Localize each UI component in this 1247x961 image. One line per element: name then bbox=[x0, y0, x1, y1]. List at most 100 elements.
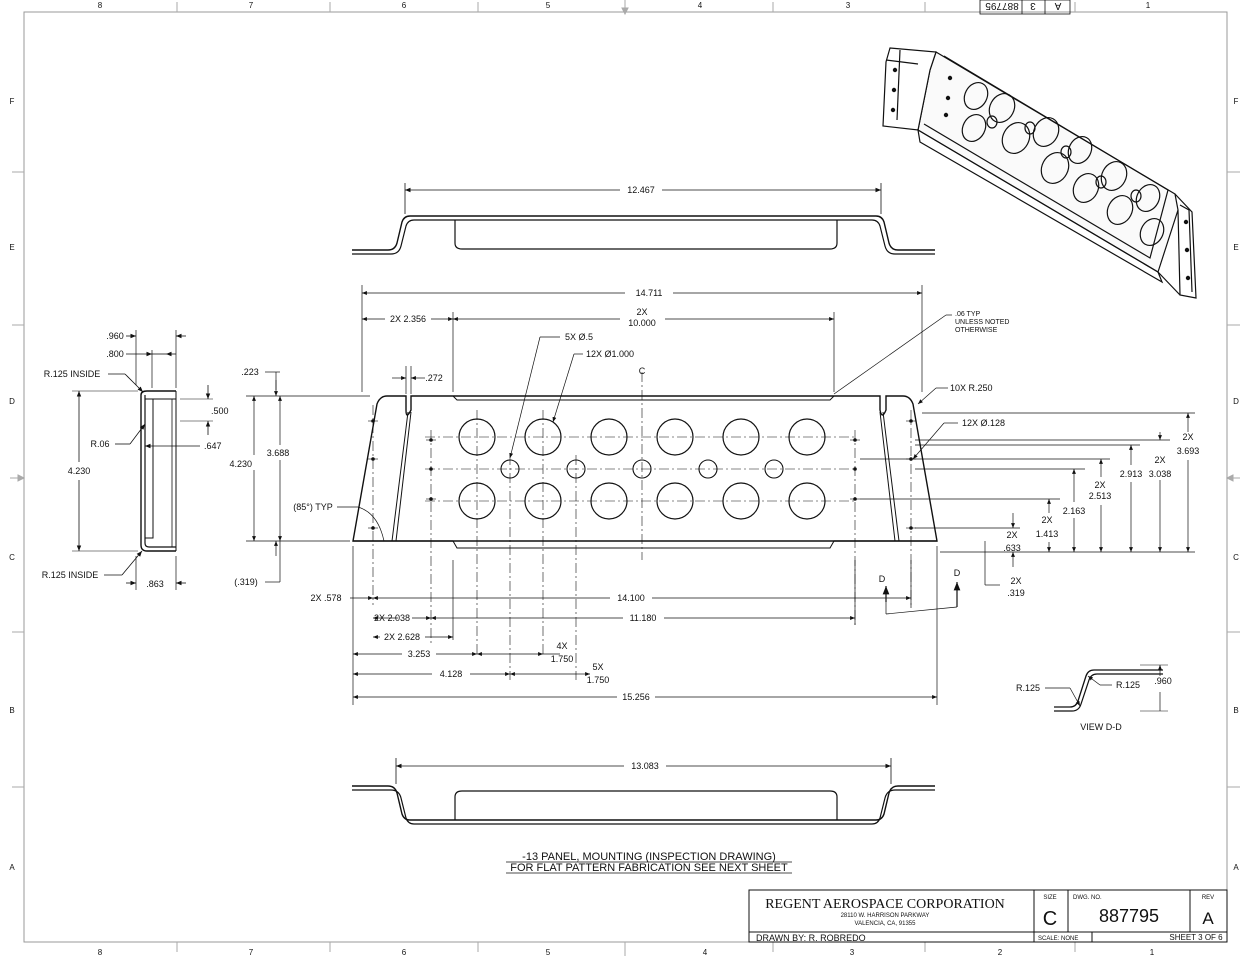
company-address-1: 28110 W. HARRISON PARKWAY bbox=[841, 913, 930, 919]
dim-633-label: 2X bbox=[1006, 530, 1017, 540]
dim-3693-label: 2X bbox=[1182, 432, 1193, 442]
dim-2x-2038: 2X 2.038 bbox=[374, 613, 410, 623]
isometric-view bbox=[882, 47, 1197, 299]
zone-row-d: D bbox=[9, 397, 15, 406]
side-height-4230: 4.230 bbox=[68, 466, 91, 476]
dim-319-label: 2X bbox=[1010, 576, 1021, 586]
stamp-rev: A bbox=[1054, 0, 1061, 11]
section-d-left: D bbox=[879, 574, 886, 584]
front-bottom-dims bbox=[350, 546, 938, 705]
dim-13083: 13.083 bbox=[631, 761, 659, 771]
view-dd-r125-right: R.125 bbox=[1116, 680, 1140, 690]
stamp-sheet: 3 bbox=[1030, 0, 1036, 11]
dim-633: .633 bbox=[1003, 543, 1021, 553]
zone-col-8-bottom: 8 bbox=[98, 948, 103, 957]
revision: A bbox=[1202, 909, 1214, 928]
large-hole bbox=[656, 482, 694, 520]
side-r06: R.06 bbox=[90, 439, 109, 449]
zone-col-4: 4 bbox=[698, 1, 703, 10]
drawn-by: DRAWN BY: R. ROBREDO bbox=[756, 933, 866, 943]
dim-3038-label: 2X bbox=[1154, 455, 1165, 465]
dim-4x-label: 4X bbox=[556, 641, 567, 651]
zone-row-f-right: F bbox=[1234, 97, 1239, 106]
zone-col-2-bottom: 2 bbox=[998, 948, 1003, 957]
dim-2513-label: 2X bbox=[1094, 480, 1105, 490]
side-dim-800: .800 bbox=[106, 349, 124, 359]
zone-row-e: E bbox=[9, 243, 14, 252]
dwg-number: 887795 bbox=[1099, 906, 1159, 926]
note-typ-1: .06 TYP bbox=[955, 311, 980, 318]
dim-2x-578: 2X .578 bbox=[310, 593, 341, 603]
dim-14100: 14.100 bbox=[617, 593, 645, 603]
note-line-1: -13 PANEL, MOUNTING (INSPECTION DRAWING) bbox=[522, 851, 776, 863]
view-dd: R.125 R.125 .960 VIEW D-D bbox=[1016, 664, 1172, 732]
inverted-stamp: A 3 887795 bbox=[979, 0, 1071, 15]
note-typ-3: OTHERWISE bbox=[955, 327, 998, 334]
dim-2913: 2.913 bbox=[1120, 469, 1143, 479]
dim-3038: 3.038 bbox=[1149, 469, 1172, 479]
sheet-number: SHEET 3 OF 6 bbox=[1169, 933, 1223, 942]
side-r125-bottom: R.125 INSIDE bbox=[42, 570, 99, 580]
fastener-hole bbox=[429, 467, 433, 471]
zone-row-f: F bbox=[10, 97, 15, 106]
dim-1413-label: 2X bbox=[1041, 515, 1052, 525]
zone-labels-right: F E D C B A bbox=[1233, 97, 1239, 872]
zone-col-5-bottom: 5 bbox=[546, 948, 551, 957]
zone-labels-top: 8 7 6 5 4 3 1 bbox=[98, 1, 1151, 10]
bottom-view: 13.083 bbox=[352, 758, 935, 825]
front-left-dims bbox=[246, 366, 425, 583]
dim-272: .272 bbox=[425, 373, 443, 383]
section-d-right: D bbox=[954, 568, 961, 578]
dim-3693: 3.693 bbox=[1177, 446, 1200, 456]
dim-5x-label: 5X bbox=[592, 662, 603, 672]
zone-row-b: B bbox=[9, 706, 14, 715]
dim-ref-319: (.319) bbox=[234, 577, 258, 587]
view-dd-label: VIEW D-D bbox=[1080, 722, 1122, 732]
zone-row-c: C bbox=[9, 553, 15, 562]
sheet-size: C bbox=[1043, 908, 1057, 930]
top-view: 12.467 bbox=[352, 183, 935, 255]
side-dim-500: .500 bbox=[211, 406, 229, 416]
scale: SCALE: NONE bbox=[1038, 936, 1078, 942]
note-5x-holes: 5X Ø.5 bbox=[565, 332, 593, 342]
side-r125-top: R.125 INSIDE bbox=[44, 369, 101, 379]
zone-labels-left: F E D C B A bbox=[9, 97, 15, 872]
dim-3688: 3.688 bbox=[267, 448, 290, 458]
drawing-notes: -13 PANEL, MOUNTING (INSPECTION DRAWING)… bbox=[506, 851, 792, 874]
dim-223: .223 bbox=[241, 367, 259, 377]
dim-12467: 12.467 bbox=[627, 185, 655, 195]
front-top-dims bbox=[361, 285, 952, 459]
zone-col-6-bottom: 6 bbox=[402, 948, 407, 957]
dim-10000: 10.000 bbox=[628, 318, 656, 328]
dwg-no-label: DWG. NO. bbox=[1073, 895, 1102, 901]
zone-labels-bottom: 8 7 6 5 4 3 2 1 bbox=[98, 948, 1155, 957]
company-name: REGENT AEROSPACE CORPORATION bbox=[765, 897, 1005, 912]
dim-1413: 1.413 bbox=[1036, 529, 1059, 539]
zone-col-7: 7 bbox=[249, 1, 254, 10]
zone-col-8: 8 bbox=[98, 1, 103, 10]
side-view: .960 .800 R.125 INSIDE .500 R.06 .647 4.… bbox=[42, 330, 229, 590]
dim-4230: 4.230 bbox=[229, 459, 252, 469]
note-typ-2: UNLESS NOTED bbox=[955, 319, 1009, 326]
dim-319: .319 bbox=[1007, 588, 1025, 598]
stamp-dwg: 887795 bbox=[985, 0, 1019, 11]
zone-row-e-right: E bbox=[1233, 243, 1238, 252]
note-12x-128: 12X Ø.128 bbox=[962, 418, 1005, 428]
zone-row-d-right: D bbox=[1233, 397, 1239, 406]
front-view: 14.711 2X 2.356 2X 10.000 5X Ø.5 12X Ø1.… bbox=[229, 285, 1199, 705]
note-12x-holes: 12X Ø1.000 bbox=[586, 349, 634, 359]
side-dim-960: .960 bbox=[106, 331, 124, 341]
view-dd-r125-left: R.125 bbox=[1016, 683, 1040, 693]
zone-row-a: A bbox=[9, 863, 15, 872]
large-hole bbox=[656, 418, 694, 456]
dim-2163: 2.163 bbox=[1063, 506, 1086, 516]
zone-col-3-bottom: 3 bbox=[850, 948, 855, 957]
dim-2x-label: 2X bbox=[636, 307, 647, 317]
dim-2x-2628: 2X 2.628 bbox=[384, 632, 420, 642]
title-block: REGENT AEROSPACE CORPORATION 28110 W. HA… bbox=[748, 889, 1228, 943]
dim-2x-2356: 2X 2.356 bbox=[390, 314, 426, 324]
note-10x-r250: 10X R.250 bbox=[950, 383, 993, 393]
centerlines bbox=[372, 372, 912, 680]
centering-arrows bbox=[10, 0, 1240, 482]
